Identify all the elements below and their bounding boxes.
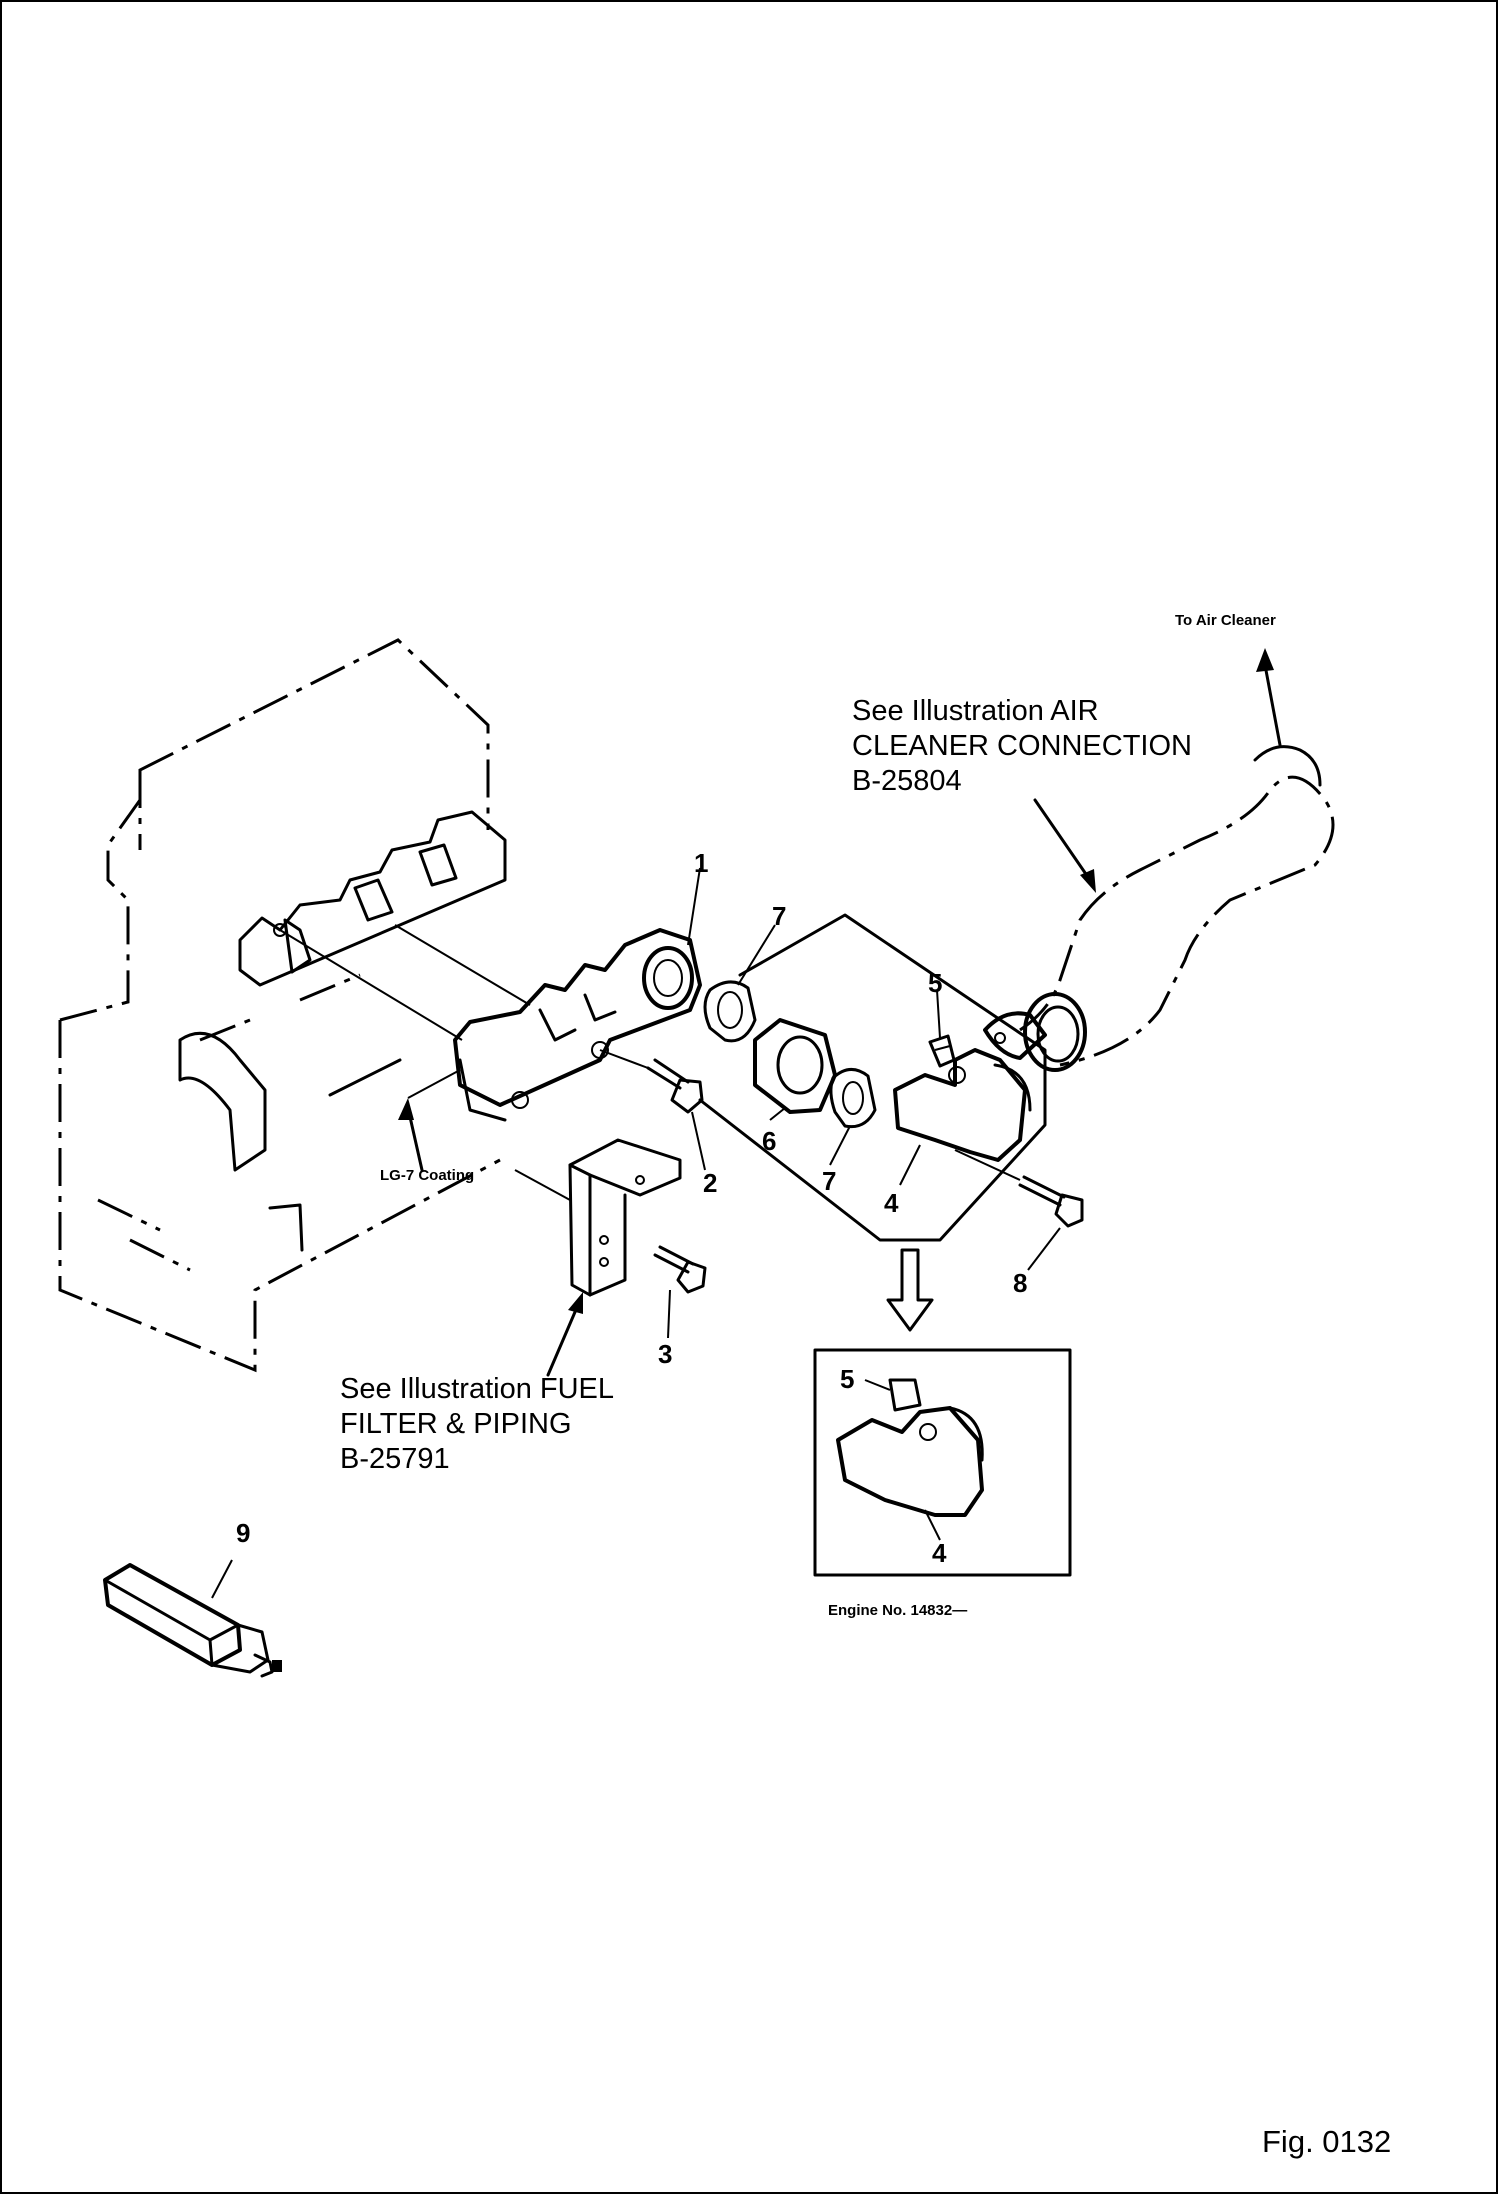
to-air-cleaner-label: To Air Cleaner — [1175, 612, 1276, 629]
part-number-8: 8 — [1013, 1268, 1027, 1298]
gasket-part-7-right — [829, 1068, 877, 1129]
part-number-2: 2 — [703, 1168, 717, 1198]
assembly-outline — [698, 913, 1047, 1242]
figure-label: Fig. 0132 — [1262, 2124, 1391, 2159]
part-number-3: 3 — [658, 1339, 672, 1369]
clamp — [983, 1011, 1047, 1060]
leader-fuel-filter-ref — [546, 1292, 583, 1377]
intake-hose — [1019, 745, 1335, 1072]
air-cleaner-ref-line3: B-25804 — [852, 765, 962, 797]
elbow-part-4 — [893, 1048, 1032, 1162]
fuel-filter-ref-line3: B-25791 — [340, 1443, 450, 1475]
exhaust-elbow-part-1 — [279, 924, 702, 1122]
air-cleaner-ref-line2: CLEANER CONNECTION — [852, 730, 1192, 762]
engine-block — [58, 638, 507, 1373]
inset-part-number-5: 5 — [840, 1364, 854, 1394]
arrow-to-air-cleaner — [1256, 648, 1282, 747]
bolt-part-2 — [599, 1049, 704, 1114]
part-number-9: 9 — [236, 1518, 250, 1548]
part-number-4: 4 — [884, 1188, 899, 1218]
leader-air-cleaner-ref — [1033, 798, 1096, 893]
coating-label: LG-7 Coating — [380, 1167, 474, 1184]
fuel-filter-ref-line2: FILTER & PIPING — [340, 1408, 572, 1440]
bracket — [514, 1138, 682, 1297]
part-number-1: 1 — [694, 848, 708, 878]
part-number-7-top: 7 — [772, 901, 786, 931]
gasket-part-7-left — [703, 980, 757, 1043]
part-number-7-bottom: 7 — [822, 1166, 836, 1196]
bolt-part-8 — [954, 1149, 1084, 1228]
tool-part-9 — [103, 1559, 282, 1678]
part-number-5: 5 — [928, 968, 942, 998]
spacer-part-6 — [753, 1018, 837, 1114]
inset-part-number-4: 4 — [932, 1538, 947, 1568]
fitting-part-5 — [928, 1034, 956, 1068]
inset-box — [813, 1348, 1072, 1577]
fuel-filter-ref-line1: See Illustration FUEL — [340, 1373, 614, 1405]
leader-coating — [398, 1069, 461, 1172]
arrow-down-to-inset — [886, 1248, 934, 1332]
air-cleaner-ref-line1: See Illustration AIR — [852, 695, 1099, 727]
bolt-part-3 — [653, 1245, 707, 1294]
engine-number-label: Engine No. 14832— — [828, 1602, 967, 1619]
part-number-6: 6 — [762, 1126, 776, 1156]
